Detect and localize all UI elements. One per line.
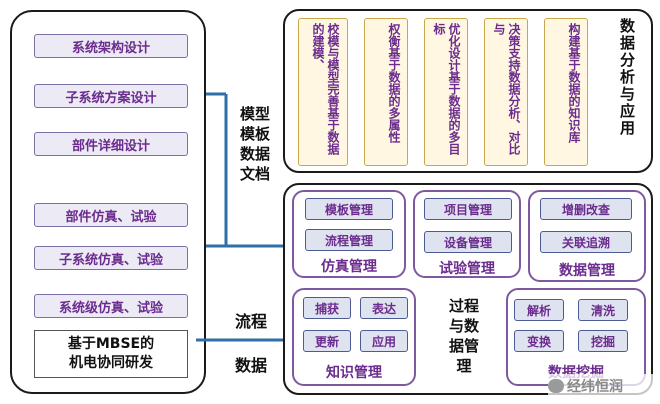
template-management-button[interactable]: 模板管理 [305,198,393,220]
connector-label-flow: 流程 [234,312,267,331]
parse-button[interactable]: 解析 [514,299,564,321]
item-subsystem-scheme: 子系统方案设计 [34,84,188,108]
left-title-box: 基于MBSE的 机电协同研发 [34,330,188,378]
project-management-button[interactable]: 项目管理 [424,198,512,220]
watermark: 经纬恒润 [548,374,654,398]
item-subsystem-sim-test: 子系统仿真、试验 [34,246,188,270]
process-data-title: 过程 与数 据管 理 [448,297,479,375]
item-system-architecture: 系统架构设计 [34,34,188,58]
capture-button[interactable]: 捕获 [303,297,351,319]
analysis-title: 数据分析与应用 [618,18,636,137]
analysis-col-3-text: 优化设计基于数据的多目标 [432,23,461,155]
analysis-col-4: 决策支持数据分析、对比与 [484,18,528,166]
analysis-col-2-text: 权衡基于数据的多属性 [387,23,401,143]
connector-label-data: 数据 [234,356,267,375]
process-management-button[interactable]: 流程管理 [305,229,393,251]
crud-button[interactable]: 增删改查 [540,198,632,220]
item-part-sim-test: 部件仿真、试验 [34,203,188,227]
connector-label-upper: 模型 模板 数据 文档 [239,105,270,183]
analysis-col-3: 优化设计基于数据的多目标 [424,18,468,166]
analysis-col-5: 构建基于数据的知识库 [544,18,588,166]
mine-button[interactable]: 挖掘 [578,330,628,352]
analysis-col-1-text: 校模与模型完善基于数据的建模、 [311,23,340,155]
sim-management-label: 仿真管理 [321,259,377,275]
analysis-col-5-text: 构建基于数据的知识库 [567,23,581,143]
item-part-detail-design: 部件详细设计 [34,132,188,156]
equipment-management-button[interactable]: 设备管理 [424,231,512,253]
transform-button[interactable]: 变换 [514,330,564,352]
update-button[interactable]: 更新 [303,330,351,352]
clean-button[interactable]: 清洗 [578,299,628,321]
wechat-icon [548,379,564,393]
apply-button[interactable]: 应用 [360,330,408,352]
test-management-label: 试验管理 [439,261,495,277]
left-title: 基于MBSE的 机电协同研发 [67,336,155,371]
analysis-col-1: 校模与模型完善基于数据的建模、 [298,18,348,166]
knowledge-management-label: 知识管理 [326,365,382,381]
analysis-col-2: 权衡基于数据的多属性 [364,18,408,166]
trace-button[interactable]: 关联追溯 [540,231,632,253]
analysis-col-4-text: 决策支持数据分析、对比与 [492,23,521,155]
watermark-text: 经纬恒润 [567,379,623,395]
data-management-label: 数据管理 [559,263,615,279]
item-system-sim-test: 系统级仿真、试验 [34,294,188,318]
express-button[interactable]: 表达 [360,297,408,319]
